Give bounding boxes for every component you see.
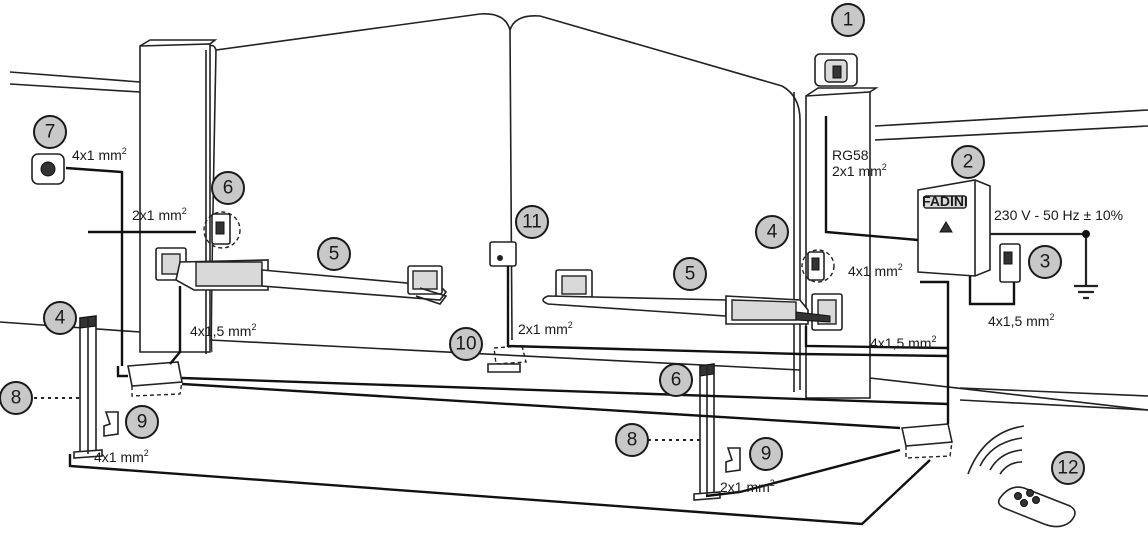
callout-5-right: 5: [673, 257, 707, 291]
svg-text:5: 5: [329, 244, 340, 265]
callout-5-left: 5: [317, 237, 351, 271]
svg-text:6: 6: [223, 178, 234, 199]
label-key-selector-cable: 4x1 mm2: [72, 146, 127, 163]
photocell-post-center: [693, 363, 721, 501]
label-flasher-cable: 2x1 mm2: [832, 162, 887, 179]
svg-text:2: 2: [963, 152, 974, 173]
svg-text:1: 1: [843, 10, 854, 31]
photocell-right-pillar: [801, 249, 835, 283]
left-operator: [155, 247, 448, 305]
label-photocell-cable: 2x1 mm2: [132, 206, 187, 223]
callout-11: 11: [515, 205, 549, 239]
label-left-motor-cable: 4x1,5 mm2: [190, 322, 256, 339]
svg-text:8: 8: [11, 388, 22, 409]
label-supply-cable: 4x1,5 mm2: [988, 312, 1054, 329]
label-right-photocell-cable: 4x1 mm2: [848, 262, 903, 279]
svg-text:9: 9: [137, 412, 148, 433]
photocell-post-left: [73, 315, 103, 459]
callout-8-left: 8: [0, 381, 33, 415]
callout-badges: 1 2 3 4 4 5 5 6 6 7 8 8 9 9 10 11 12: [0, 3, 1085, 485]
beam-leaders: [34, 397, 700, 441]
gate-stopper-left: [103, 411, 119, 437]
callout-7: 7: [33, 115, 67, 149]
junction-boxes: [127, 361, 953, 459]
cable-runs: [65, 116, 1016, 526]
control-box-brand: FADINI: [922, 193, 968, 209]
callout-8-right: 8: [615, 423, 649, 457]
callout-9-right: 9: [749, 437, 783, 471]
callout-6-bottom: 6: [659, 363, 693, 397]
callout-6-top: 6: [211, 171, 245, 205]
svg-text:4: 4: [55, 308, 66, 329]
right-pillar: [805, 87, 879, 399]
gate-stopper-center: [725, 447, 741, 473]
label-antenna-cable: RG58: [832, 147, 869, 163]
callout-12: 12: [1051, 451, 1085, 485]
callout-10: 10: [449, 327, 483, 361]
gate-leaves: [205, 13, 801, 392]
svg-text:4: 4: [767, 222, 778, 243]
left-pillar: [139, 39, 218, 353]
photocell-left-pillar: [203, 211, 241, 249]
label-right-motor-cable: 4x1,5 mm2: [870, 334, 936, 351]
right-operator: [542, 269, 843, 331]
cable-labels: 4x1 mm2 2x1 mm2 4x1,5 mm2 4x1 mm2 2x1 mm…: [72, 146, 1123, 495]
svg-text:10: 10: [455, 334, 476, 355]
svg-text:5: 5: [685, 264, 696, 285]
label-center-post-cable: 2x1 mm2: [720, 478, 775, 495]
ground-symbol: [990, 230, 1098, 300]
key-selector: [31, 153, 65, 185]
callout-3: 3: [1028, 245, 1062, 279]
flashing-light: [814, 53, 858, 87]
remote-control: [967, 425, 1076, 528]
svg-text:6: 6: [671, 370, 682, 391]
callout-4-left: 4: [43, 301, 77, 335]
svg-text:11: 11: [522, 212, 542, 233]
callout-9-left: 9: [125, 405, 159, 439]
svg-text:3: 3: [1040, 252, 1051, 273]
svg-text:9: 9: [761, 444, 772, 465]
svg-text:12: 12: [1057, 458, 1078, 479]
callout-1: 1: [831, 3, 865, 37]
circuit-breaker: [999, 243, 1021, 283]
label-left-post-cable: 4x1 mm2: [94, 448, 149, 465]
callout-4-right: 4: [755, 215, 789, 249]
electric-lock: [489, 241, 517, 267]
callout-2: 2: [951, 145, 985, 179]
label-lock-cable: 2x1 mm2: [518, 320, 573, 337]
ground-lock-box: [487, 345, 527, 373]
svg-text:8: 8: [627, 430, 638, 451]
svg-text:7: 7: [45, 122, 56, 143]
label-mains-supply: 230 V - 50 Hz ± 10%: [994, 207, 1123, 223]
control-box: FADINI: [917, 179, 991, 277]
